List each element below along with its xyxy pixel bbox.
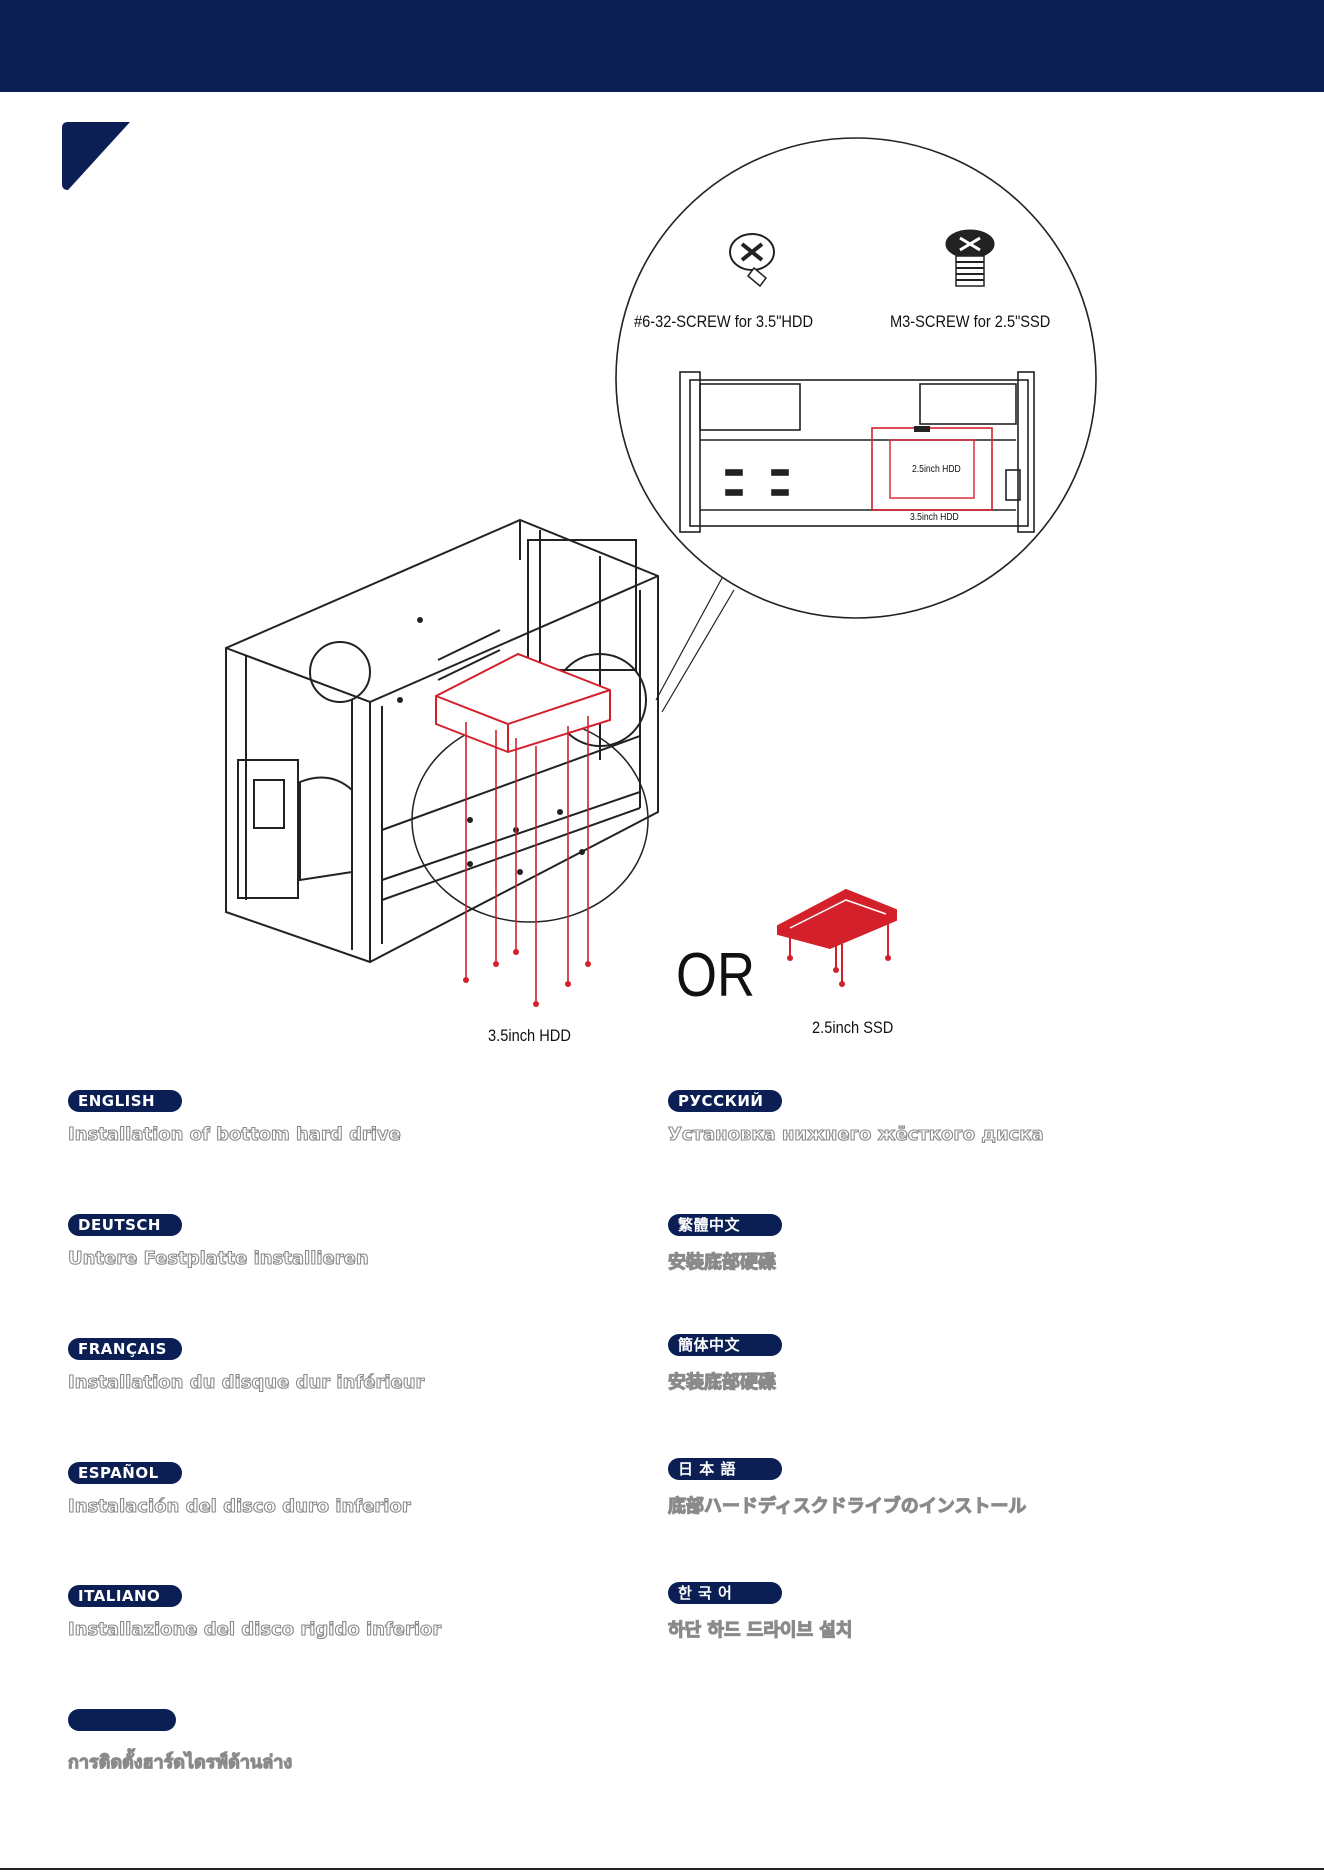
language-badge: FRANÇAIS bbox=[68, 1338, 182, 1360]
language-badge: 繁體中文 bbox=[668, 1214, 782, 1236]
section-title: Untere Festplatte installieren bbox=[67, 1247, 369, 1269]
language-badge bbox=[68, 1709, 176, 1731]
lang-block-thai: การติดตั้งฮาร์ดไดรฟ์ด้านล่าง bbox=[67, 1709, 628, 1776]
lang-block-japanese: 日 本 語 底部ハードディスクドライブのインストール bbox=[667, 1458, 1228, 1518]
hdd-35-drawing bbox=[435, 652, 611, 754]
hdd-screw-label: #6-32-SCREW for 3.5"HDD bbox=[634, 312, 814, 331]
chassis-drawing bbox=[225, 518, 659, 964]
header-band bbox=[0, 0, 1324, 92]
zoom-circle bbox=[615, 137, 1097, 619]
section-title: Установка нижнего жёсткого диска bbox=[667, 1123, 1044, 1145]
language-badge: 簡体中文 bbox=[668, 1334, 782, 1356]
section-title: Installation du disque dur inférieur bbox=[67, 1371, 425, 1393]
lang-block-francais: FRANÇAIS Installation du disque dur infé… bbox=[67, 1338, 628, 1394]
lang-block-russian: РУССКИЙ Установка нижнего жёсткого диска bbox=[667, 1090, 1228, 1146]
section-title: Installazione del disco rigido inferior bbox=[67, 1618, 442, 1640]
section-title: Installation of bottom hard drive bbox=[67, 1123, 401, 1145]
section-title: 安装底部硬碟 bbox=[667, 1371, 776, 1393]
lang-block-espanol: ESPAÑOL Instalación del disco duro infer… bbox=[67, 1462, 628, 1518]
or-label: OR bbox=[676, 941, 756, 1010]
language-badge: ITALIANO bbox=[68, 1585, 182, 1607]
section-title: 底部ハードディスクドライブのインストール bbox=[667, 1495, 1027, 1517]
language-badge: DEUTSCH bbox=[68, 1214, 182, 1236]
section-title: 安裝底部硬碟 bbox=[667, 1251, 776, 1273]
inset-inner-bay-label: 2.5inch HDD bbox=[912, 464, 961, 475]
ssd-screw-icon bbox=[945, 229, 995, 287]
footer-rule bbox=[0, 1868, 1324, 1870]
lang-block-simplified-chinese: 簡体中文 安装底部硬碟 bbox=[667, 1334, 1228, 1394]
lang-block-english: ENGLISH Installation of bottom hard driv… bbox=[67, 1090, 628, 1146]
section-title: Instalación del disco duro inferior bbox=[67, 1495, 411, 1517]
lang-block-deutsch: DEUTSCH Untere Festplatte installieren bbox=[67, 1214, 628, 1270]
lang-block-korean: 한 국 어 하단 하드 드라이브 설치 bbox=[667, 1582, 1228, 1642]
hdd-screw-icon bbox=[729, 233, 775, 288]
section-title: การติดตั้งฮาร์ดไดรฟ์ด้านล่าง bbox=[67, 1751, 293, 1773]
hdd-35-label: 3.5inch HDD bbox=[488, 1026, 571, 1045]
installation-diagram bbox=[225, 137, 1097, 1007]
language-badge: 日 本 語 bbox=[668, 1458, 782, 1480]
inset-outer-bay-label: 3.5inch HDD bbox=[910, 512, 959, 523]
section-title: 하단 하드 드라이브 설치 bbox=[667, 1619, 853, 1641]
lang-block-traditional-chinese: 繁體中文 安裝底部硬碟 bbox=[667, 1214, 1228, 1274]
lang-block-italiano: ITALIANO Installazione del disco rigido … bbox=[67, 1585, 628, 1641]
step-marker-icon bbox=[62, 122, 130, 190]
inset-chassis-plate bbox=[679, 371, 1035, 533]
ssd-screw-label: M3-SCREW for 2.5"SSD bbox=[890, 312, 1051, 331]
language-badge: ENGLISH bbox=[68, 1090, 182, 1112]
language-badge: ESPAÑOL bbox=[68, 1462, 182, 1484]
ssd-25-drawing bbox=[777, 888, 897, 984]
hdd-screw-lines bbox=[465, 716, 589, 1004]
inset-inner-bay bbox=[889, 439, 975, 499]
language-badge: РУССКИЙ bbox=[668, 1090, 782, 1112]
inset-outer-bay bbox=[871, 427, 993, 511]
language-badge: 한 국 어 bbox=[668, 1582, 782, 1604]
ssd-25-label: 2.5inch SSD bbox=[812, 1018, 894, 1037]
